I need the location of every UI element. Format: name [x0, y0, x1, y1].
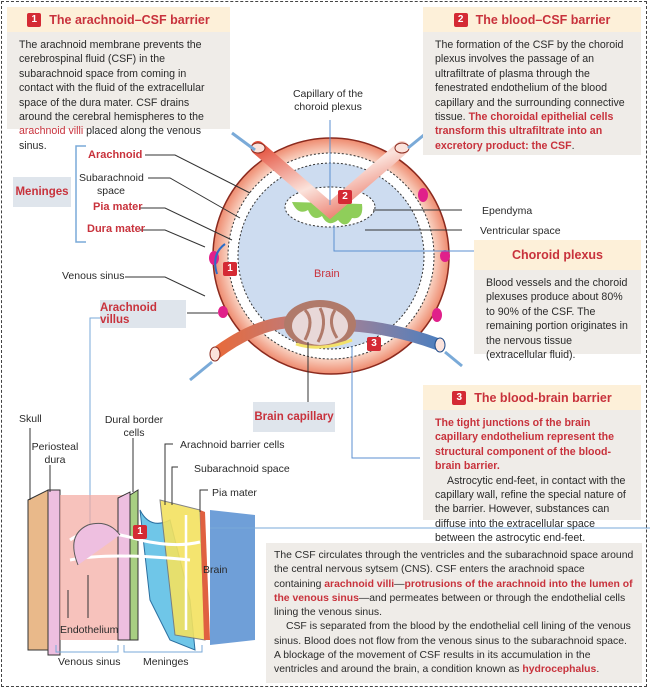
box-body: The arachnoid membrane prevents the cere…: [7, 32, 230, 161]
box-body: The tight junctions of the brain capilla…: [435, 417, 626, 545]
brain-capillary-tag: Brain capillary: [253, 402, 335, 432]
label-skull: Skull: [19, 413, 42, 425]
venous-sinus-lumen: [60, 495, 125, 640]
hydrocephalus-term: hydrocephalus: [522, 664, 597, 676]
number-badge: 2: [453, 12, 468, 27]
badge-1-diagram: 1: [223, 262, 237, 276]
body-text-end: .: [596, 664, 600, 676]
dash: —: [394, 578, 405, 590]
arachnoid-villus-tag: Arachnoid villus: [100, 300, 186, 328]
highlight-text: protrusions of the arachnoid into the lu…: [274, 578, 633, 604]
label-endothelium: Endothelium: [60, 624, 119, 636]
label-arachnoid: Arachnoid: [88, 149, 143, 161]
choroid-plexus-box: Choroid plexus Blood vessels and the cho…: [474, 240, 641, 361]
meninges-tag: Meninges: [13, 177, 71, 207]
blood-csf-barrier-box: 2 The blood–CSF barrier The formation of…: [423, 7, 641, 155]
body-text: —and permeates between or through the en…: [274, 592, 626, 619]
badge-3-diagram: 3: [367, 337, 381, 351]
label-arachnoid-barrier-cells: Arachnoid barrier cells: [180, 439, 285, 451]
label-subarachnoid-space: Subarachnoid space: [79, 172, 144, 197]
box-header: 2 The blood–CSF barrier: [423, 7, 641, 32]
highlight-text: The tight junctions of the brain capilla…: [435, 417, 614, 473]
box-body: The formation of the CSF by the choroid …: [423, 32, 641, 161]
arachnoid-csf-barrier-box: 1 The arachnoid–CSF barrier The arachnoi…: [7, 7, 230, 152]
label-venous-sinus: Venous sinus: [62, 270, 125, 282]
label-ependyma: Ependyma: [482, 205, 533, 217]
label-subarachnoid-space-detail: Subarachnoid space: [194, 463, 290, 475]
skull-layer: [27, 489, 49, 651]
label-brain-detail: Brain: [203, 564, 228, 576]
blood-brain-barrier-box: 3 The blood-brain barrier The tight junc…: [423, 385, 641, 544]
label-ventricular-space: Ventricular space: [480, 225, 561, 237]
label-pia-mater: Pia mater: [93, 201, 143, 213]
badge-1-detail: 1: [133, 525, 147, 539]
arachnoid-villi-term: arachnoid villi: [324, 578, 395, 590]
body-text: CSF is separated from the blood by the e…: [274, 621, 631, 676]
number-badge: 3: [452, 390, 467, 405]
body-text: The arachnoid membrane prevents the cere…: [19, 39, 205, 124]
box-title: The blood-brain barrier: [474, 390, 612, 405]
label-venous-sinus-detail: Venous sinus: [58, 656, 121, 668]
box-header: Choroid plexus: [474, 240, 641, 270]
box-body: The CSF circulates through the ventricle…: [266, 543, 642, 684]
body-text-end: .: [571, 139, 575, 152]
badge-2-diagram: 2: [338, 190, 352, 204]
body-text: Astrocytic end-feet, in contact with the…: [435, 474, 626, 545]
box-title: Choroid plexus: [512, 248, 603, 262]
arachnoid-villi-term: arachnoid villi: [19, 125, 84, 138]
number-badge: 1: [27, 12, 42, 27]
box-title: The arachnoid–CSF barrier: [49, 12, 210, 27]
highlight-text: The choroidal epithelial cells transform…: [435, 111, 614, 152]
box-title: The blood–CSF barrier: [475, 12, 611, 27]
body-text: The formation of the CSF by the choroid …: [435, 39, 625, 124]
body-text-end: placed along the venous sinus.: [19, 125, 201, 152]
body-text: The CSF circulates through the ventricle…: [274, 550, 634, 590]
box-body: Blood vessels and the choroid plexuses p…: [486, 277, 628, 362]
brain-tissue: [210, 510, 255, 645]
label-periosteal-dura: Periosteal dura: [31, 441, 79, 466]
choroid-capillary: [251, 141, 409, 220]
label-capillary-choroid-plexus: Capillary of the choroid plexus: [292, 88, 364, 113]
label-dura-mater: Dura mater: [87, 223, 146, 235]
box-header: 3 The blood-brain barrier: [423, 385, 641, 410]
label-dural-border-cells: Dural border cells: [104, 414, 164, 439]
csf-circulation-box: The CSF circulates through the ventricle…: [266, 543, 642, 683]
label-brain: Brain: [314, 268, 340, 280]
label-meninges-detail: Meninges: [143, 656, 189, 668]
label-pia-mater-detail: Pia mater: [212, 487, 257, 499]
box-header: 1 The arachnoid–CSF barrier: [7, 7, 230, 32]
